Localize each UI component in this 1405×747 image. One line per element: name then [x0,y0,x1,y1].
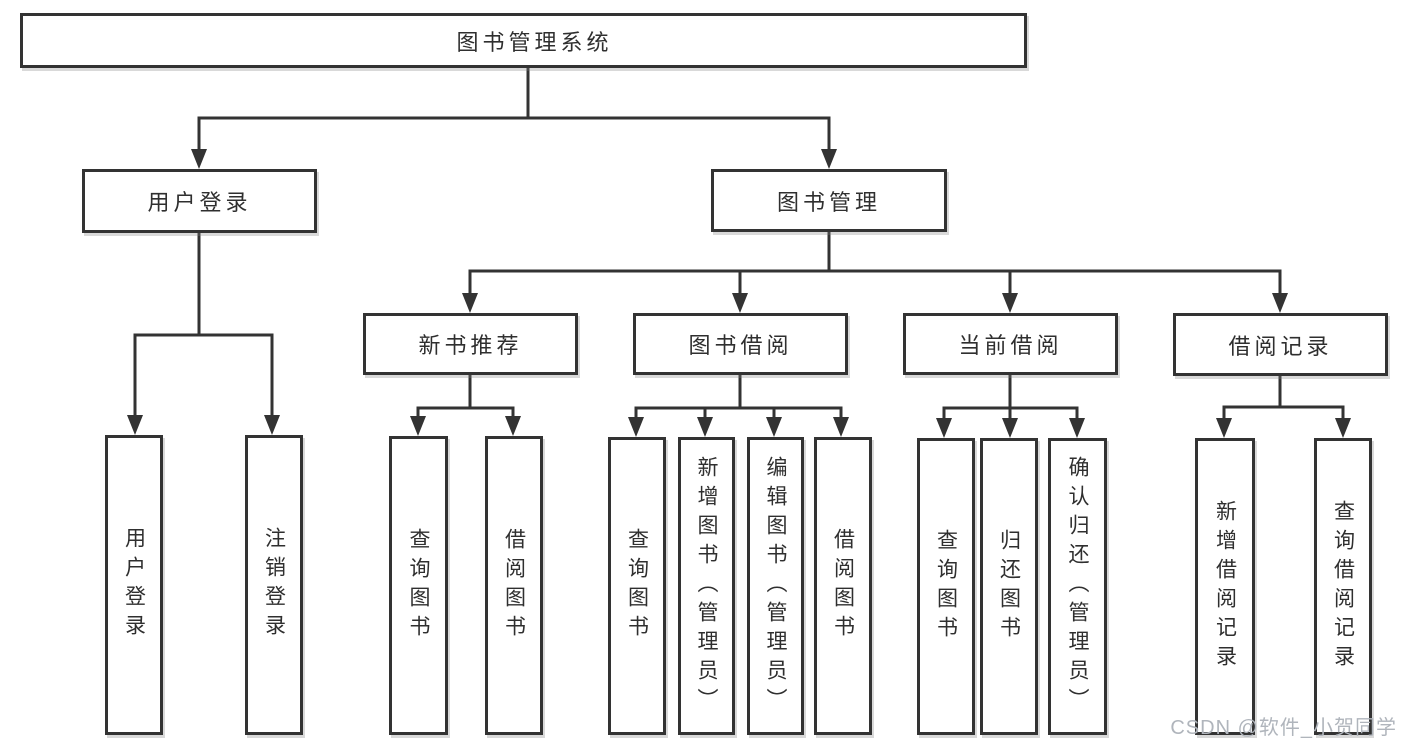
arrowhead [1216,418,1232,438]
arrowhead [697,417,713,437]
node-login: 用户登录 [82,169,317,233]
node-bb-borrow: 借阅图书 [814,437,872,735]
node-borrow-records-label: 借阅记录 [1228,333,1333,359]
edge-borrow-records [1222,373,1345,422]
edge-new-books [416,373,515,420]
node-br-query: 查询借阅记录 [1314,438,1372,735]
arrowhead [462,293,478,313]
arrowhead [505,416,521,436]
node-user-login-label: 用户登录 [122,527,146,643]
node-book-borrow-label: 图书借阅 [688,333,793,358]
arrowhead [936,418,952,438]
arrowhead [1002,293,1018,313]
node-new-books: 新书推荐 [363,313,578,375]
node-nb-query: 查询图书 [389,436,448,735]
arrowhead [821,149,837,169]
node-cb-query-label: 查询图书 [934,528,958,645]
arrowheads [127,149,1351,438]
node-logout: 注销登录 [245,435,303,735]
node-root: 图书管理系统 [20,13,1027,68]
node-login-label: 用户登录 [147,190,252,215]
node-bb-edit-label: 编辑图书（管理员） [764,455,788,717]
node-user-login: 用户登录 [105,435,163,735]
node-nb-query-label: 查询图书 [407,527,431,644]
node-br-add: 新增借阅记录 [1195,438,1255,735]
node-nb-borrow-label: 借阅图书 [502,527,526,644]
node-bb-query-label: 查询图书 [625,528,649,644]
arrowhead [732,293,748,313]
node-cb-confirm-label: 确认归还（管理员） [1066,456,1090,717]
node-bb-add-label: 新增图书（管理员） [695,455,719,717]
node-nb-borrow: 借阅图书 [485,436,543,735]
arrowhead [1335,418,1351,438]
arrowhead [766,417,782,437]
arrowhead [191,149,207,169]
node-borrow-records: 借阅记录 [1173,313,1388,376]
node-cb-confirm: 确认归还（管理员） [1048,438,1107,735]
edge-lines [133,66,1345,422]
node-bb-borrow-label: 借阅图书 [831,528,855,644]
edge-book-borrow [634,373,843,421]
node-bb-query: 查询图书 [608,437,666,735]
node-book-mgmt-label: 图书管理 [776,189,881,215]
node-bb-add: 新增图书（管理员） [678,437,735,735]
arrowhead [1069,418,1085,438]
node-br-add-label: 新增借阅记录 [1213,499,1237,674]
arrowhead [833,417,849,437]
node-new-books-label: 新书推荐 [418,333,523,358]
edge-login [133,231,274,419]
node-cb-return-label: 归还图书 [997,528,1021,645]
node-cb-return: 归还图书 [980,438,1038,735]
node-br-query-label: 查询借阅记录 [1331,499,1355,674]
edge-current-borrow [942,373,1079,422]
edge-book-mgmt [468,230,1282,297]
arrowhead [1002,418,1018,438]
edge-root [197,66,831,153]
node-logout-label: 注销登录 [262,527,286,643]
node-root-label: 图书管理系统 [456,29,613,55]
node-bb-edit: 编辑图书（管理员） [747,437,804,735]
csdn-watermark: CSDN @软件_小贺同学 [1170,717,1397,739]
arrowhead [1272,293,1288,313]
node-current-borrow-label: 当前借阅 [958,333,1063,358]
node-book-borrow: 图书借阅 [633,313,848,375]
arrowhead [127,415,143,435]
node-book-mgmt: 图书管理 [711,169,947,232]
arrowhead [410,416,426,436]
arrowhead [264,415,280,435]
node-cb-query: 查询图书 [917,438,975,735]
node-current-borrow: 当前借阅 [903,313,1118,375]
arrowhead [628,417,644,437]
